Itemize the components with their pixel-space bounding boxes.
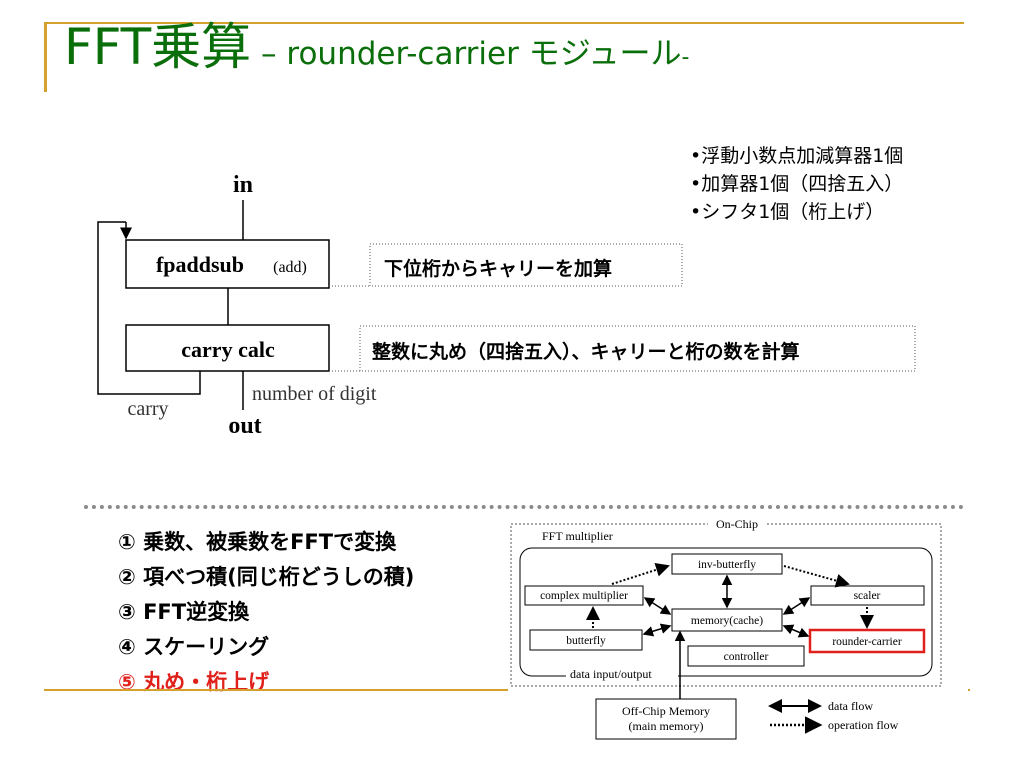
fft-multiplier-frame xyxy=(519,547,933,677)
resource-item: •浮動小数点加減算器1個 xyxy=(690,145,904,167)
controller-label: controller xyxy=(724,651,769,663)
slide-title: FFT乗算 – rounder-carrier モジュール- xyxy=(64,22,689,72)
rounder-carrier-block xyxy=(808,628,926,654)
rounder-carrier-block-diagram: in fpaddsub (add) carry calc carry numbe… xyxy=(97,172,916,439)
legend-op-flow-label: operation flow xyxy=(828,718,899,732)
complex-multiplier-block xyxy=(524,585,644,606)
rounder-carrier-label: rounder-carrier xyxy=(832,636,902,648)
onchip-label-bg xyxy=(708,518,766,530)
resource-item: •加算器1個（四捨五入） xyxy=(690,173,904,195)
carry-calc-block xyxy=(125,324,330,372)
resource-item: •シフタ1個（桁上げ） xyxy=(690,201,885,223)
title-sub: – rounder-carrier モジュール xyxy=(251,36,682,72)
butterfly-label: butterfly xyxy=(566,635,606,647)
input-label: in xyxy=(233,172,253,198)
fft-architecture-diagram: On-Chip FFT multiplier inv-butterfly com… xyxy=(508,518,968,763)
carry-label: carry xyxy=(127,398,168,420)
note-round-carry: 整数に丸め（四捨五入）、キャリーと桁の数を計算 xyxy=(372,341,800,363)
memory-cache-block xyxy=(671,608,783,632)
legend-data-flow-label: data flow xyxy=(828,699,873,713)
title-accent-bar xyxy=(44,22,47,92)
section-separator xyxy=(84,505,964,509)
processing-steps: ① 乗数、被乗数をFFTで変換 ② 項べつ積(同じ桁どうしの積) ③ FFT逆変… xyxy=(118,525,414,700)
title-tail: - xyxy=(681,45,690,70)
data-flow-butterfly-memory xyxy=(642,623,672,637)
note-add-carry: 下位桁からキャリーを加算 xyxy=(384,258,613,280)
fft-multiplier-label: FFT multiplier xyxy=(542,529,613,543)
fpaddsub-label: fpaddsub xyxy=(156,252,244,277)
data-flow-complex-memory xyxy=(643,597,672,615)
controller-block xyxy=(687,645,805,667)
inv-butterfly-block xyxy=(671,553,783,575)
op-flow-complex-inv xyxy=(611,563,670,585)
fpaddsub-block xyxy=(125,239,330,289)
onchip-label: On-Chip xyxy=(716,518,758,531)
step-item: ③ FFT逆変換 xyxy=(118,600,250,624)
carry-feedback-line xyxy=(97,221,201,395)
step-item: ④ スケーリング xyxy=(118,635,270,659)
data-flow-memory-rounder xyxy=(782,624,810,638)
step-item: ① 乗数、被乗数をFFTで変換 xyxy=(118,530,397,554)
scaler-label: scaler xyxy=(854,590,881,602)
step-item: ② 項べつ積(同じ桁どうしの積) xyxy=(118,565,415,589)
digit-label: number of digit xyxy=(252,383,377,405)
offchip-memory-label: Off-Chip Memory xyxy=(622,704,710,718)
inv-butterfly-label: inv-butterfly xyxy=(698,559,756,571)
memory-cache-label: memory(cache) xyxy=(691,615,763,627)
note1-frame xyxy=(369,243,683,287)
step-item-highlight: ⑤ 丸め・桁上げ xyxy=(118,670,270,694)
fpaddsub-suffix: (add) xyxy=(273,259,307,276)
title-main: FFT乗算 xyxy=(64,18,252,76)
scaler-block xyxy=(810,585,925,606)
data-io-label: data input/output xyxy=(570,667,652,681)
footer-rule-left xyxy=(44,689,512,691)
complex-multiplier-label: complex multiplier xyxy=(540,590,628,602)
data-flow-memory-scaler xyxy=(782,597,811,615)
op-flow-inv-scaler xyxy=(783,565,850,588)
resource-list: •浮動小数点加減算器1個 •加算器1個（四捨五入） •シフタ1個（桁上げ） xyxy=(690,142,903,226)
butterfly-block xyxy=(529,629,643,651)
output-label: out xyxy=(228,413,261,439)
data-io-label-bg xyxy=(566,667,678,681)
carry-calc-label: carry calc xyxy=(181,337,275,362)
offchip-memory-sublabel: (main memory) xyxy=(629,719,704,733)
offchip-memory-block xyxy=(595,698,737,740)
title-top-rule xyxy=(44,22,964,24)
